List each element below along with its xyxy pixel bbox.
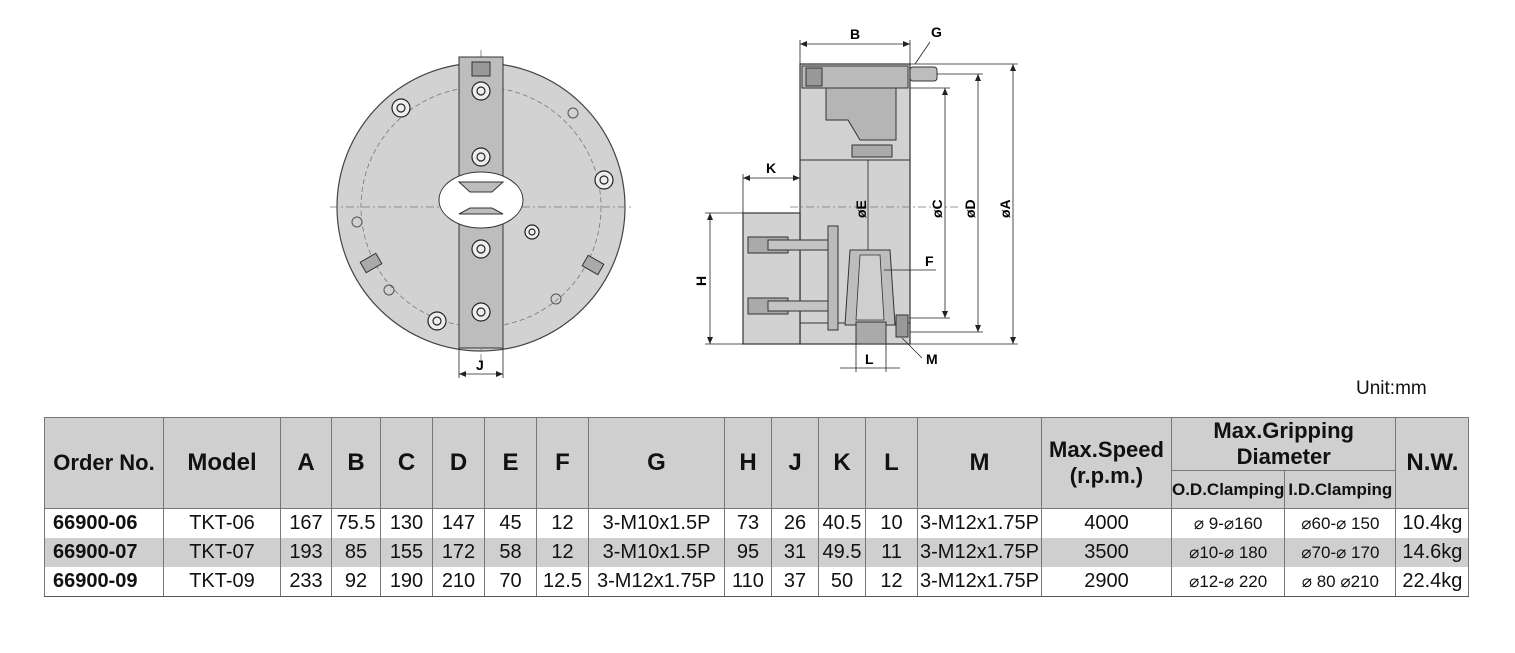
cell-l: 10 <box>865 508 918 538</box>
cell-model: TKT-09 <box>163 567 281 597</box>
header-model: Model <box>163 417 281 509</box>
cell-d: 210 <box>432 567 485 597</box>
cell-order-no: 66900-07 <box>44 538 164 567</box>
cell-k: 50 <box>818 567 866 597</box>
chuck-front-view: J <box>330 50 632 378</box>
table-row: 66900-09 TKT-09 233 92 190 210 70 12.5 3… <box>44 567 1470 597</box>
cell-e: 45 <box>484 508 537 538</box>
table-row: 66900-06 TKT-06 167 75.5 130 147 45 12 3… <box>44 508 1470 538</box>
cell-f: 12 <box>536 508 589 538</box>
header-l: L <box>865 417 918 509</box>
cell-id: ⌀ 80 ⌀210 <box>1284 567 1397 597</box>
cell-m: 3-M12x1.75P <box>917 538 1042 567</box>
cell-g: 3-M12x1.75P <box>588 567 725 597</box>
cell-h: 73 <box>724 508 772 538</box>
header-m: M <box>917 417 1042 509</box>
cell-m: 3-M12x1.75P <box>917 508 1042 538</box>
dim-label-j: J <box>476 357 484 373</box>
cell-b: 92 <box>331 567 381 597</box>
header-order-no: Order No. <box>44 417 164 509</box>
chuck-side-view: B G K H øE øC øD øA <box>693 24 1018 372</box>
cell-k: 49.5 <box>818 538 866 567</box>
cell-d: 172 <box>432 538 485 567</box>
cell-l: 12 <box>865 567 918 597</box>
dim-label-k: K <box>766 160 776 176</box>
header-f: F <box>536 417 589 509</box>
cell-g: 3-M10x1.5P <box>588 538 725 567</box>
dim-label-g: G <box>931 24 942 40</box>
cell-l: 11 <box>865 538 918 567</box>
cell-c: 130 <box>380 508 433 538</box>
cell-f: 12 <box>536 538 589 567</box>
cell-speed: 3500 <box>1040 538 1172 567</box>
cell-id: ⌀60-⌀ 150 <box>1284 508 1397 538</box>
header-max-speed: Max.Speed (r.p.m.) <box>1040 417 1172 509</box>
cell-j: 31 <box>771 538 819 567</box>
cell-f: 12.5 <box>536 567 589 597</box>
header-h: H <box>724 417 772 509</box>
cell-g: 3-M10x1.5P <box>588 508 725 538</box>
cell-nw: 10.4kg <box>1395 508 1470 538</box>
dim-label-f: F <box>925 253 934 269</box>
header-id-clamping: I.D.Clamping <box>1284 470 1397 509</box>
cell-b: 75.5 <box>331 508 381 538</box>
header-d: D <box>432 417 485 509</box>
cell-order-no: 66900-09 <box>44 567 164 597</box>
cell-b: 85 <box>331 538 381 567</box>
header-k: K <box>818 417 866 509</box>
unit-label: Unit:mm <box>1356 378 1427 399</box>
header-g: G <box>588 417 725 509</box>
cell-order-no: 66900-06 <box>44 508 164 538</box>
dim-label-d: øD <box>962 199 978 218</box>
cell-od: ⌀10-⌀ 180 <box>1170 538 1286 567</box>
header-e: E <box>484 417 537 509</box>
dim-label-h: H <box>693 276 709 286</box>
header-a: A <box>280 417 332 509</box>
dim-label-a: øA <box>997 199 1013 218</box>
cell-model: TKT-06 <box>163 508 281 538</box>
cell-model: TKT-07 <box>163 538 281 567</box>
table-row: 66900-07 TKT-07 193 85 155 172 58 12 3-M… <box>44 538 1470 567</box>
cell-e: 58 <box>484 538 537 567</box>
cell-speed: 4000 <box>1040 508 1172 538</box>
spec-table: Order No. Model A B C D E F G H J K L M … <box>44 417 1470 597</box>
cell-a: 167 <box>280 508 332 538</box>
cell-d: 147 <box>432 508 485 538</box>
dim-label-m: M <box>926 351 938 367</box>
cell-a: 233 <box>280 567 332 597</box>
header-od-clamping: O.D.Clamping <box>1170 470 1286 509</box>
cell-id: ⌀70-⌀ 170 <box>1284 538 1397 567</box>
cell-h: 95 <box>724 538 772 567</box>
dim-label-c: øC <box>929 199 945 218</box>
dim-label-l: L <box>865 351 874 367</box>
cell-a: 193 <box>280 538 332 567</box>
cell-k: 40.5 <box>818 508 866 538</box>
cell-m: 3-M12x1.75P <box>917 567 1042 597</box>
cell-nw: 22.4kg <box>1395 567 1470 597</box>
cell-od: ⌀ 9-⌀160 <box>1170 508 1286 538</box>
cell-e: 70 <box>484 567 537 597</box>
cell-speed: 2900 <box>1040 567 1172 597</box>
cell-c: 155 <box>380 538 433 567</box>
header-c: C <box>380 417 433 509</box>
header-nw: N.W. <box>1395 417 1470 509</box>
technical-drawing: J B G <box>330 24 1018 378</box>
cell-j: 26 <box>771 508 819 538</box>
header-b: B <box>331 417 381 509</box>
cell-h: 110 <box>724 567 772 597</box>
header-j: J <box>771 417 819 509</box>
dim-label-b: B <box>850 26 860 42</box>
cell-nw: 14.6kg <box>1395 538 1470 567</box>
cell-c: 190 <box>380 567 433 597</box>
dim-label-e: øE <box>853 200 869 218</box>
header-max-gripping-diameter: Max.Gripping Diameter <box>1170 417 1397 471</box>
header-rpm-label: (r.p.m.) <box>1069 463 1144 488</box>
header-max-speed-label: Max.Speed <box>1049 437 1164 462</box>
cell-j: 37 <box>771 567 819 597</box>
cell-od: ⌀12-⌀ 220 <box>1170 567 1286 597</box>
